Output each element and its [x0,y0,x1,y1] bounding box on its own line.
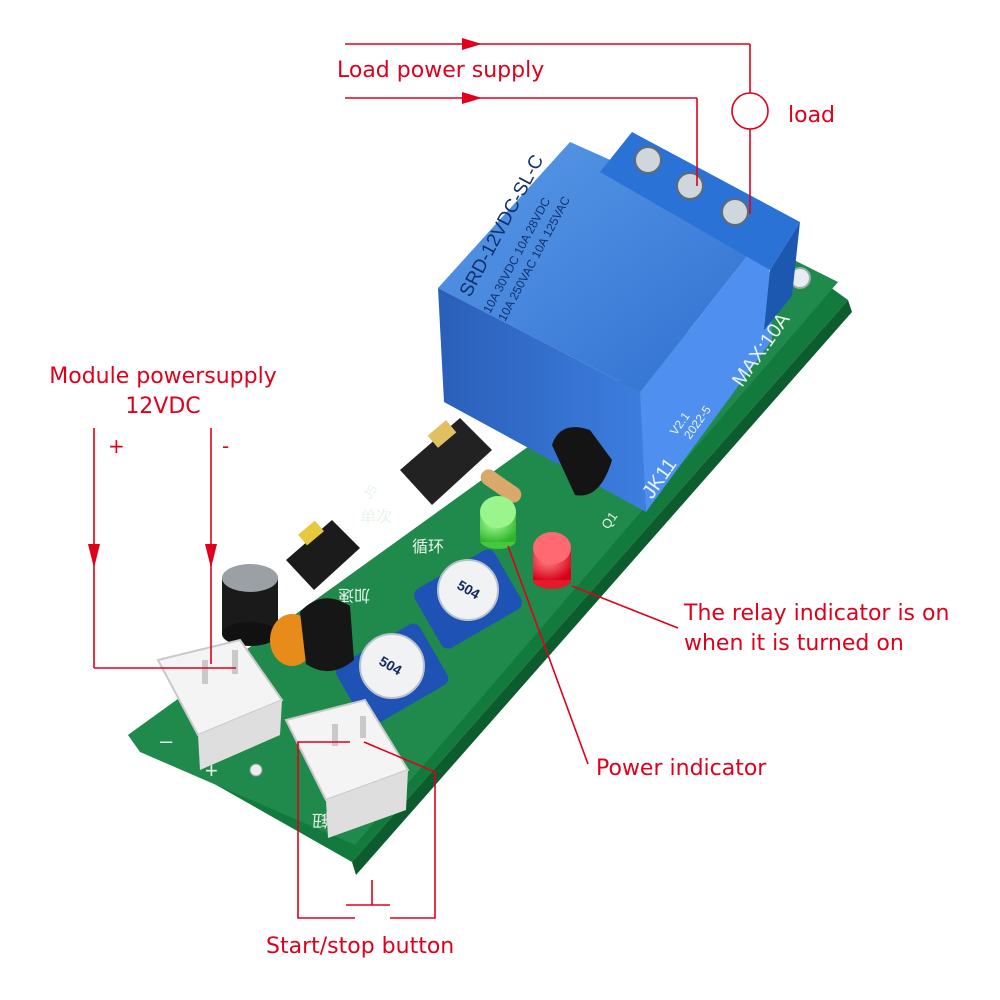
relay-led [533,532,571,589]
jumper-header-top [400,418,492,505]
load-power-supply-label: Load power supply [337,58,545,83]
load-label: load [788,103,836,128]
cn-speed-text: 加速 [338,586,370,604]
button-wire-right [363,741,436,919]
button-wire-left [297,741,355,919]
arrow-plus-down [88,544,100,568]
arrow-minus-down [205,544,217,568]
silk-minus: – [160,728,173,753]
arrow-load-top [462,38,482,50]
module-plus-label: + [108,434,125,458]
start-stop-label: Start/stop button [266,934,455,959]
resistor [480,469,522,503]
annotation-lines [93,43,751,919]
module-power-label-line1: Module powersupply [49,364,277,389]
relay-indicator-label-line1: The relay indicator is on [684,601,950,626]
terminal-screw-1 [634,146,662,174]
cn-single-text: 单次 [360,508,392,526]
arrowheads [88,38,482,568]
potentiometer-1: 504 [414,549,522,649]
power-indicator-leader-1 [507,545,589,765]
terminal-screw-3 [721,198,749,226]
jumper-header-mode [286,520,360,590]
cn-cycle-text: 循环 [412,538,444,556]
terminal-screw-2 [676,172,704,200]
relay-indicator-label-line2: when it is turned on [684,631,904,656]
electrolytic-capacitor [222,564,278,646]
transistor [552,427,612,496]
module-power-label-line2: 12VDC [125,394,201,419]
power-led [480,496,516,549]
power-indicator-label: Power indicator [596,756,767,781]
jumper-label: J5 [360,482,380,502]
button-connector [284,698,410,838]
arrow-load-bottom [462,92,482,104]
voltage-regulator [300,598,354,672]
relay-indicator-leader [571,585,679,629]
load-symbol [731,92,769,130]
power-connector [156,638,284,770]
module-minus-label: - [222,434,230,458]
